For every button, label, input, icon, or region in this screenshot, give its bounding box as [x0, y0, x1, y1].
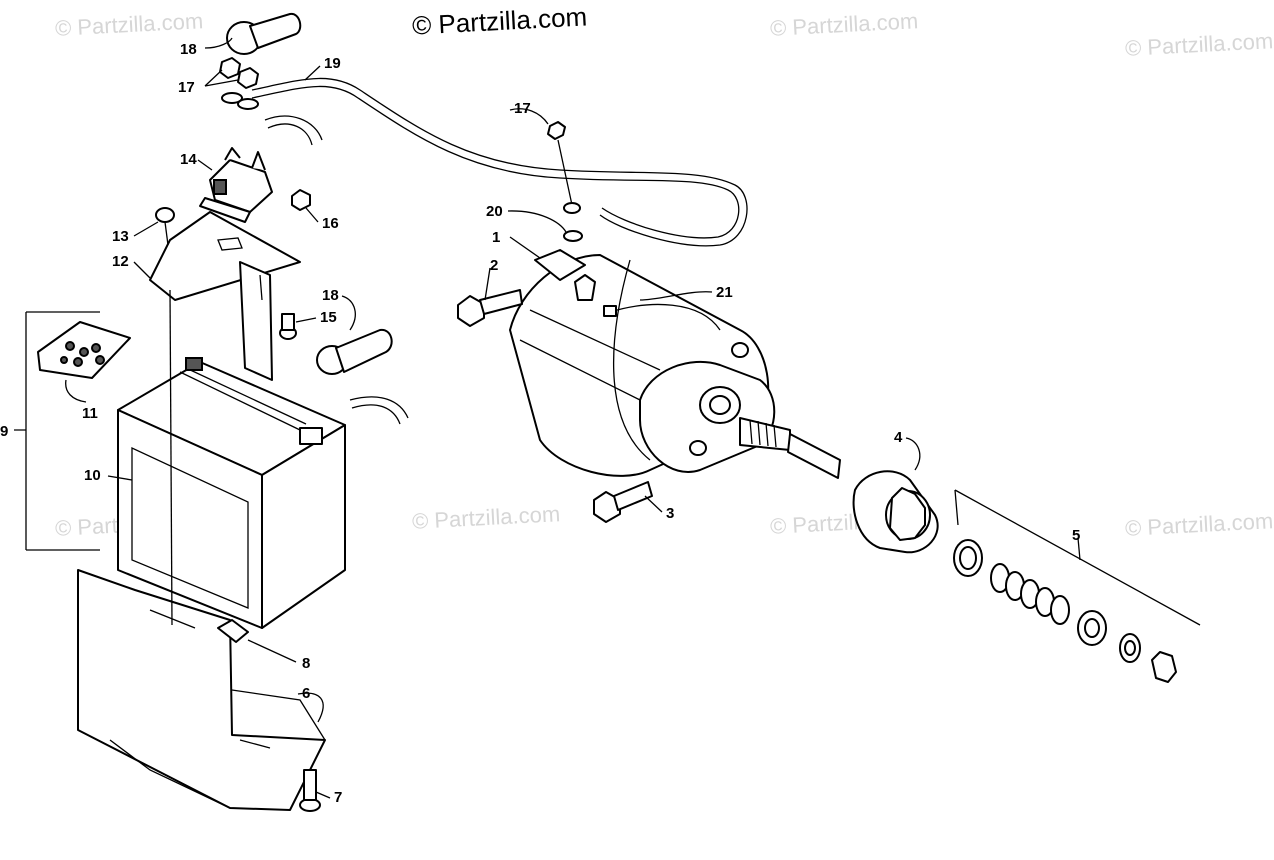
- callout-2: 2: [490, 257, 498, 274]
- callout-17: 17: [178, 79, 195, 96]
- terminal-boot-lower: [316, 328, 393, 375]
- callout-1: 1: [492, 229, 500, 246]
- hold-down-rod: [169, 289, 173, 626]
- cable-tie: [603, 259, 721, 461]
- callout-21: 21: [716, 284, 733, 301]
- starter-motor: [509, 249, 841, 479]
- leader-lines: [65, 37, 1081, 799]
- callout-13: 13: [112, 228, 129, 245]
- pinion-kit: [953, 489, 1201, 683]
- star-washer: [563, 230, 583, 242]
- cable-stub-lower: [349, 396, 409, 425]
- callout-8: 8: [302, 655, 310, 672]
- callout-19: 19: [324, 55, 341, 72]
- screw-7: [299, 769, 321, 812]
- callout-11: 11: [82, 405, 98, 422]
- nut-starter: [547, 121, 581, 214]
- callout-17: 17: [514, 100, 531, 117]
- callout-20: 20: [486, 203, 503, 220]
- group-bracket: [14, 311, 100, 551]
- battery-bracket: [149, 211, 301, 381]
- callout-12: 12: [112, 253, 129, 270]
- starter-pinion: [852, 470, 939, 554]
- nut-16: [291, 189, 311, 211]
- bolt-2: [457, 289, 523, 327]
- callout-16: 16: [322, 215, 339, 232]
- clip-8: [217, 619, 249, 643]
- bolt-3: [593, 481, 653, 523]
- positive-cable: [251, 77, 748, 247]
- callout-3: 3: [666, 505, 674, 522]
- callout-10: 10: [84, 467, 101, 484]
- spring: [990, 563, 1070, 625]
- nut-left: [219, 57, 241, 79]
- callout-5: 5: [1072, 527, 1080, 544]
- starter-solenoid: [199, 147, 273, 223]
- callout-18: 18: [180, 41, 197, 58]
- callout-14: 14: [180, 151, 197, 168]
- battery: [117, 357, 346, 629]
- nut-right: [221, 67, 259, 110]
- cable-stub-top: [264, 115, 323, 146]
- parts-diagram: 18 17 19 14 13 12 16 15 18 11 9 10 17 20…: [0, 12, 1201, 812]
- callout-4: 4: [894, 429, 903, 446]
- fastener-kit: [37, 321, 131, 379]
- callout-9: 9: [0, 423, 8, 440]
- callout-15: 15: [320, 309, 337, 326]
- screw-15: [279, 313, 297, 340]
- callout-18: 18: [322, 287, 339, 304]
- terminal-boot-top: [226, 12, 302, 55]
- callout-6: 6: [302, 685, 310, 702]
- callout-7: 7: [334, 789, 342, 806]
- screw-13: [155, 207, 175, 246]
- battery-tray: [77, 569, 326, 811]
